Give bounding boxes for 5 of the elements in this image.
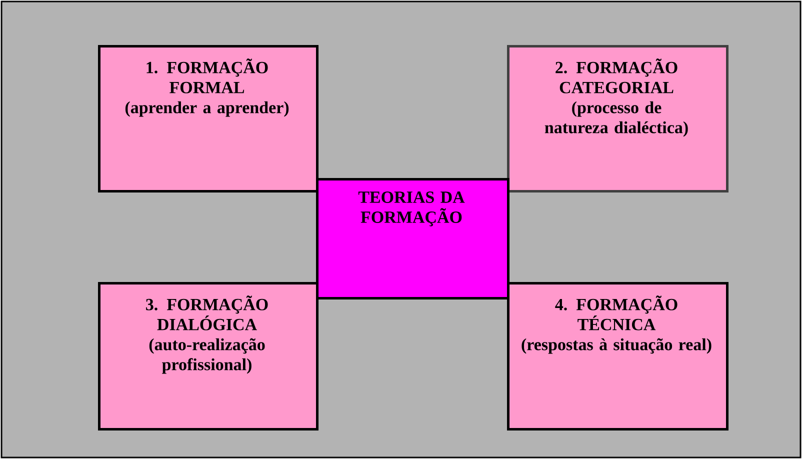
center-box: TEORIAS DA FORMAÇÃO bbox=[316, 178, 510, 300]
text-box: 4. FORMAÇÃO TÉCNICA (respostas à situação real) bbox=[507, 282, 728, 430]
text-box: 2. FORMAÇÃO CATEGORIAL (processo de natureza dialéctica) bbox=[507, 45, 728, 192]
text-box: 1. FORMAÇÃO FORMAL (aprender a aprender) bbox=[98, 45, 318, 192]
text-box: 3. FORMAÇÃO DIALÓGICA (auto-realização profissional) bbox=[98, 282, 318, 430]
